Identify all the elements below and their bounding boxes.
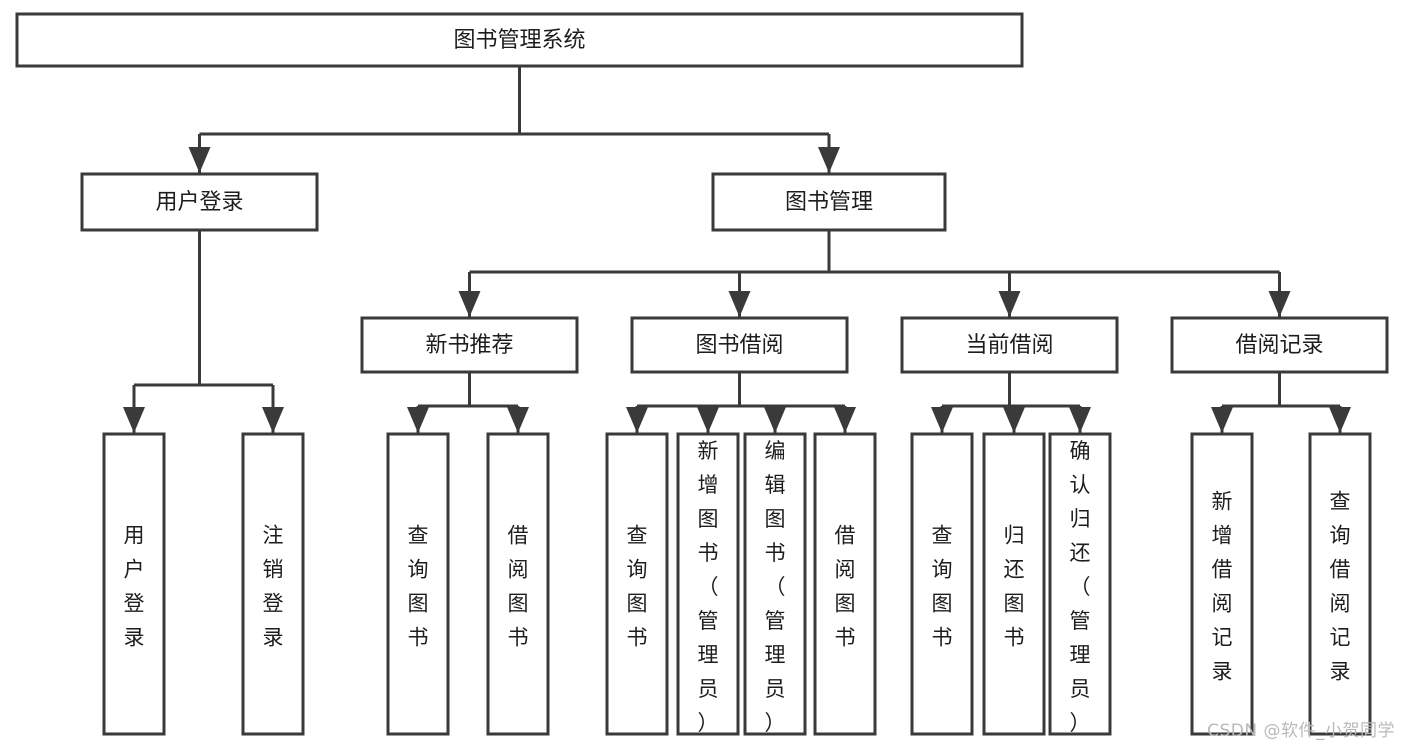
node-label-new-book-recommend: 新书推荐 xyxy=(425,333,513,358)
node-borrow-record[interactable]: 借阅记录 xyxy=(1170,316,1389,374)
node-box-leaf-confirm-return xyxy=(1048,432,1112,736)
node-label-root: 图书管理系统 xyxy=(453,28,585,53)
node-label-leaf-user-logout: 注销登录 xyxy=(263,524,284,650)
node-leaf-return-book[interactable]: 归还图书 xyxy=(982,432,1046,736)
node-label-leaf-add-book: 新增图书（管理员） xyxy=(698,439,719,735)
arrow-icon-leaf-query-borrow-record xyxy=(1329,407,1351,433)
arrow-icon-leaf-confirm-return xyxy=(1069,407,1091,433)
node-book-borrow[interactable]: 图书借阅 xyxy=(630,316,849,374)
arrow-icon-leaf-query-book-current xyxy=(931,407,953,433)
arrow-icon-leaf-borrow-book xyxy=(834,407,856,433)
node-box-book-borrow xyxy=(630,316,849,374)
arrow-icon-borrow-record xyxy=(1268,291,1291,317)
node-label-leaf-add-borrow-record: 新增借阅记录 xyxy=(1212,490,1233,684)
node-box-leaf-user-login xyxy=(102,432,166,736)
node-box-leaf-borrow-book-recommend xyxy=(486,432,550,736)
node-box-leaf-query-borrow-record xyxy=(1308,432,1372,736)
arrow-icon-leaf-user-login xyxy=(123,407,145,433)
node-label-leaf-query-book-borrow: 查询图书 xyxy=(627,524,648,650)
node-leaf-query-book-recommend[interactable]: 查询图书 xyxy=(386,432,450,736)
arrow-icon-leaf-borrow-book-recommend xyxy=(507,407,529,433)
node-leaf-add-borrow-record[interactable]: 新增借阅记录 xyxy=(1190,432,1254,736)
node-label-leaf-return-book: 归还图书 xyxy=(1004,524,1025,650)
node-label-leaf-confirm-return: 确认归还（管理员） xyxy=(1070,439,1091,735)
node-box-new-book-recommend xyxy=(360,316,579,374)
node-box-book-manage xyxy=(711,172,947,232)
node-root[interactable]: 图书管理系统 xyxy=(15,12,1024,68)
node-leaf-query-book-borrow[interactable]: 查询图书 xyxy=(605,432,669,736)
node-box-leaf-query-book-recommend xyxy=(386,432,450,736)
node-user-login[interactable]: 用户登录 xyxy=(80,172,319,232)
node-box-leaf-add-borrow-record xyxy=(1190,432,1254,736)
node-label-current-borrow: 当前借阅 xyxy=(965,333,1053,358)
arrow-icon-book-manage xyxy=(818,147,840,173)
node-leaf-query-book-current[interactable]: 查询图书 xyxy=(910,432,974,736)
node-label-user-login: 用户登录 xyxy=(155,190,243,215)
node-leaf-user-logout[interactable]: 注销登录 xyxy=(241,432,305,736)
node-box-leaf-edit-book xyxy=(743,432,807,736)
arrow-icon-user-login xyxy=(188,147,211,173)
node-box-leaf-user-logout xyxy=(241,432,305,736)
node-box-leaf-borrow-book xyxy=(813,432,877,736)
node-label-leaf-user-login: 用户登录 xyxy=(124,524,145,650)
arrow-icon-leaf-query-book-borrow xyxy=(626,407,648,433)
arrow-icon-current-borrow xyxy=(998,291,1021,317)
node-box-leaf-query-book-current xyxy=(910,432,974,736)
node-box-root xyxy=(15,12,1024,68)
node-label-borrow-record: 借阅记录 xyxy=(1235,333,1323,358)
node-leaf-borrow-book-recommend[interactable]: 借阅图书 xyxy=(486,432,550,736)
arrow-icon-leaf-user-logout xyxy=(262,407,284,433)
connector-lines xyxy=(123,66,1351,433)
node-box-leaf-query-book-borrow xyxy=(605,432,669,736)
node-label-leaf-borrow-book-recommend: 借阅图书 xyxy=(508,524,529,650)
node-box-current-borrow xyxy=(900,316,1119,374)
arrow-icon-leaf-edit-book xyxy=(764,407,786,433)
arrow-icon-leaf-return-book xyxy=(1003,407,1025,433)
node-leaf-add-book[interactable]: 新增图书（管理员） xyxy=(676,432,740,736)
node-leaf-edit-book[interactable]: 编辑图书（管理员） xyxy=(743,432,807,736)
node-label-leaf-edit-book: 编辑图书（管理员） xyxy=(765,439,786,735)
node-label-leaf-query-borrow-record: 查询借阅记录 xyxy=(1330,490,1351,684)
node-leaf-borrow-book[interactable]: 借阅图书 xyxy=(813,432,877,736)
arrow-icon-leaf-query-book-recommend xyxy=(407,407,429,433)
node-current-borrow[interactable]: 当前借阅 xyxy=(900,316,1119,374)
node-leaf-user-login[interactable]: 用户登录 xyxy=(102,432,166,736)
node-new-book-recommend[interactable]: 新书推荐 xyxy=(360,316,579,374)
arrow-icon-new-book-recommend xyxy=(458,291,481,317)
node-box-user-login xyxy=(80,172,319,232)
node-label-leaf-query-book-recommend: 查询图书 xyxy=(408,524,429,650)
arrow-icon-leaf-add-borrow-record xyxy=(1211,407,1233,433)
node-label-book-borrow: 图书借阅 xyxy=(695,333,783,358)
node-box-leaf-return-book xyxy=(982,432,1046,736)
node-box-leaf-add-book xyxy=(676,432,740,736)
arrow-icon-leaf-add-book xyxy=(697,407,719,433)
node-book-manage[interactable]: 图书管理 xyxy=(711,172,947,232)
node-label-leaf-borrow-book: 借阅图书 xyxy=(835,524,856,650)
csdn-watermark: CSDN @软件_小贺同学 xyxy=(1207,721,1395,741)
node-label-book-manage: 图书管理 xyxy=(785,190,873,215)
node-box-borrow-record xyxy=(1170,316,1389,374)
node-boxes: 图书管理系统用户登录图书管理新书推荐图书借阅当前借阅借阅记录用户登录注销登录查询… xyxy=(15,12,1389,736)
node-leaf-confirm-return[interactable]: 确认归还（管理员） xyxy=(1048,432,1112,736)
node-leaf-query-borrow-record[interactable]: 查询借阅记录 xyxy=(1308,432,1372,736)
node-label-leaf-query-book-current: 查询图书 xyxy=(932,524,953,650)
arrow-icon-book-borrow xyxy=(728,291,751,317)
